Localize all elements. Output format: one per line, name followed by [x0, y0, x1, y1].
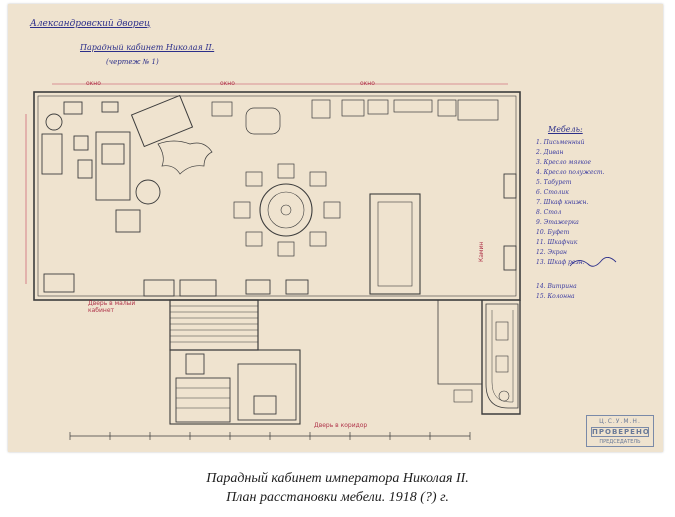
label-window-3: окно: [360, 80, 375, 87]
scale-bar: [69, 432, 471, 440]
legend-item: 5. Табурет: [536, 179, 572, 186]
legend-item: 1. Письменный: [536, 139, 585, 146]
legend-item: 7. Шкаф книжн.: [536, 199, 589, 206]
signature: [569, 257, 617, 267]
legend-title: Мебель:: [548, 125, 583, 134]
stamp-line-2: ПРОВЕРЕНО: [591, 427, 650, 437]
label-corridor: Дверь в коридор: [314, 422, 368, 429]
legend-item: 9. Этажерка: [536, 219, 579, 226]
legend-item: 11. Шкафчик: [536, 239, 578, 246]
armchair-left: [115, 209, 141, 233]
legend-item: 2. Диван: [536, 149, 564, 156]
label-fireplace: Камин: [478, 241, 485, 262]
label-door: Дверь в малый кабинет: [88, 300, 136, 314]
header-line-3: (чертеж № 1): [106, 58, 159, 66]
legend-extra-item: 15. Колонна: [536, 293, 575, 300]
large-table: [369, 193, 421, 295]
label-window-2: окно: [220, 80, 235, 87]
caption-line-1: Парадный кабинет императора Николая II.: [206, 471, 469, 486]
staircase: [169, 299, 259, 351]
drawing-sheet: Александровский дворец Парадный кабинет …: [8, 4, 663, 452]
room-outline: [33, 91, 521, 301]
legend-item: 12. Экран: [536, 249, 567, 256]
floor-plan: [25, 83, 617, 440]
legend-extra-item: 14. Витрина: [536, 283, 577, 290]
desk-left: [41, 133, 63, 175]
round-table: [259, 183, 313, 237]
approval-stamp: Ц.С.У.М.Н. ПРОВЕРЕНО ПРЕДСЕДАТЕЛЬ: [586, 415, 654, 447]
legend-item: 6. Столик: [536, 189, 569, 196]
legend-item: 3. Кресло мягкое: [536, 159, 592, 166]
legend-item: 13. Шкаф резн.: [536, 259, 585, 266]
alcove-wall: [481, 300, 521, 415]
lower-cabinet-area: [169, 349, 301, 425]
sofa: [130, 94, 194, 148]
header-line-2: Парадный кабинет Николая II.: [80, 43, 215, 52]
header-line-1: Александровский дворец: [30, 19, 151, 29]
legend-item: 10. Буфет: [536, 229, 570, 236]
stamp-line-3: ПРЕДСЕДАТЕЛЬ: [599, 439, 641, 445]
bearskin-rug: [157, 140, 213, 175]
legend-item: 8. Стол: [536, 209, 562, 216]
caption-line-2: План расстановки мебели. 1918 (?) г.: [226, 490, 449, 505]
label-window-1: окно: [86, 80, 101, 87]
stamp-line-1: Ц.С.У.М.Н.: [599, 418, 641, 425]
legend-item: 4. Кресло полужест.: [536, 169, 605, 176]
curved-niche: [485, 303, 519, 409]
